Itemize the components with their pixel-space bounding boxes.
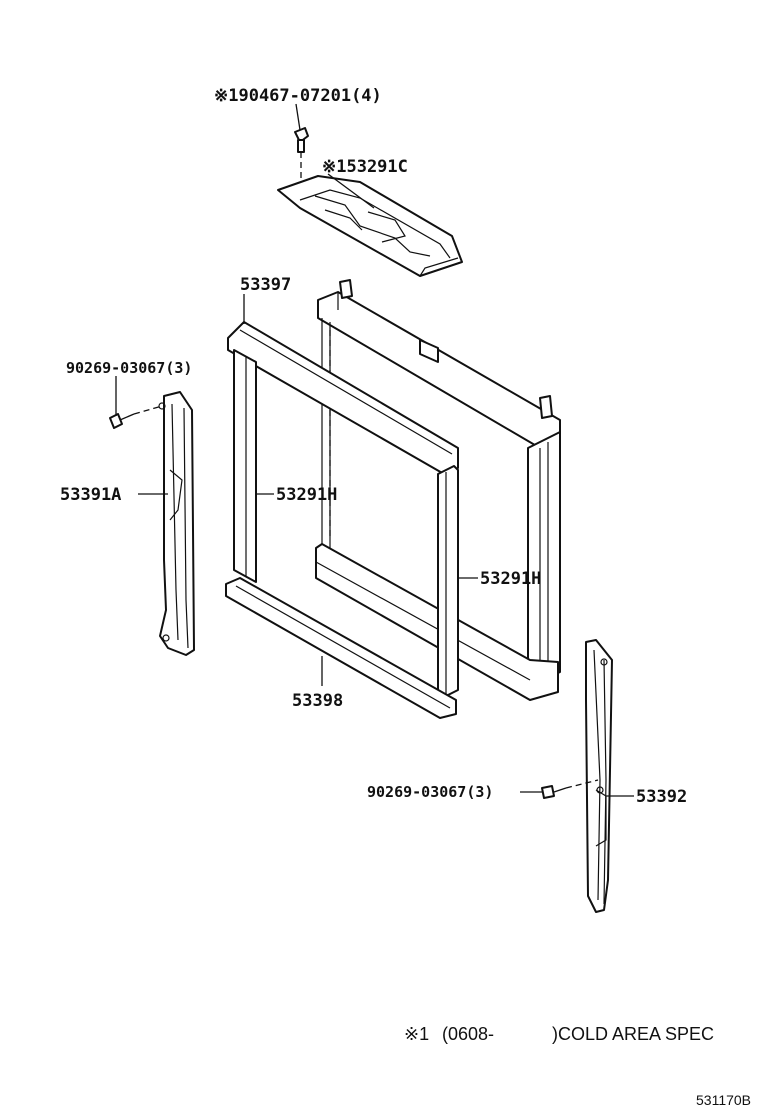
footnote-mark: ※1: [404, 1024, 429, 1044]
seal-side-left-53291h[interactable]: [233, 349, 257, 583]
seal-right-53392[interactable]: [585, 639, 613, 913]
footnote: ※1 (0608- )COLD AREA SPEC: [404, 1024, 714, 1044]
label-clip-top: ※190467-07201(4): [214, 86, 382, 106]
seal-left-53391a[interactable]: [158, 391, 195, 656]
leader-lines: [115, 103, 634, 797]
label-screw-right: 90269-03067(3): [367, 783, 493, 801]
label-seal-side-right: 53291H: [480, 569, 541, 589]
footnote-range-close: )COLD AREA SPEC: [552, 1024, 714, 1044]
label-seal-upper: 53397: [240, 275, 291, 295]
footnote-range-open: (0608-: [442, 1024, 494, 1044]
label-screw-left: 90269-03067(3): [66, 359, 192, 377]
diagram-code: 531170B: [696, 1092, 751, 1108]
screw-left[interactable]: [109, 405, 163, 429]
label-seal-side-left: 53291H: [276, 485, 337, 505]
seal-side-right-53291h[interactable]: [437, 465, 459, 699]
label-seal-lower: 53398: [292, 691, 343, 711]
label-seal-right: 53392: [636, 787, 687, 807]
seal-lower-53398[interactable]: [225, 577, 457, 719]
label-seal-top: ※153291C: [322, 157, 408, 177]
clip-top[interactable]: [294, 127, 309, 198]
seal-plate-top[interactable]: [277, 175, 463, 277]
screw-right[interactable]: [541, 779, 599, 799]
label-seal-left: 53391A: [60, 485, 121, 505]
